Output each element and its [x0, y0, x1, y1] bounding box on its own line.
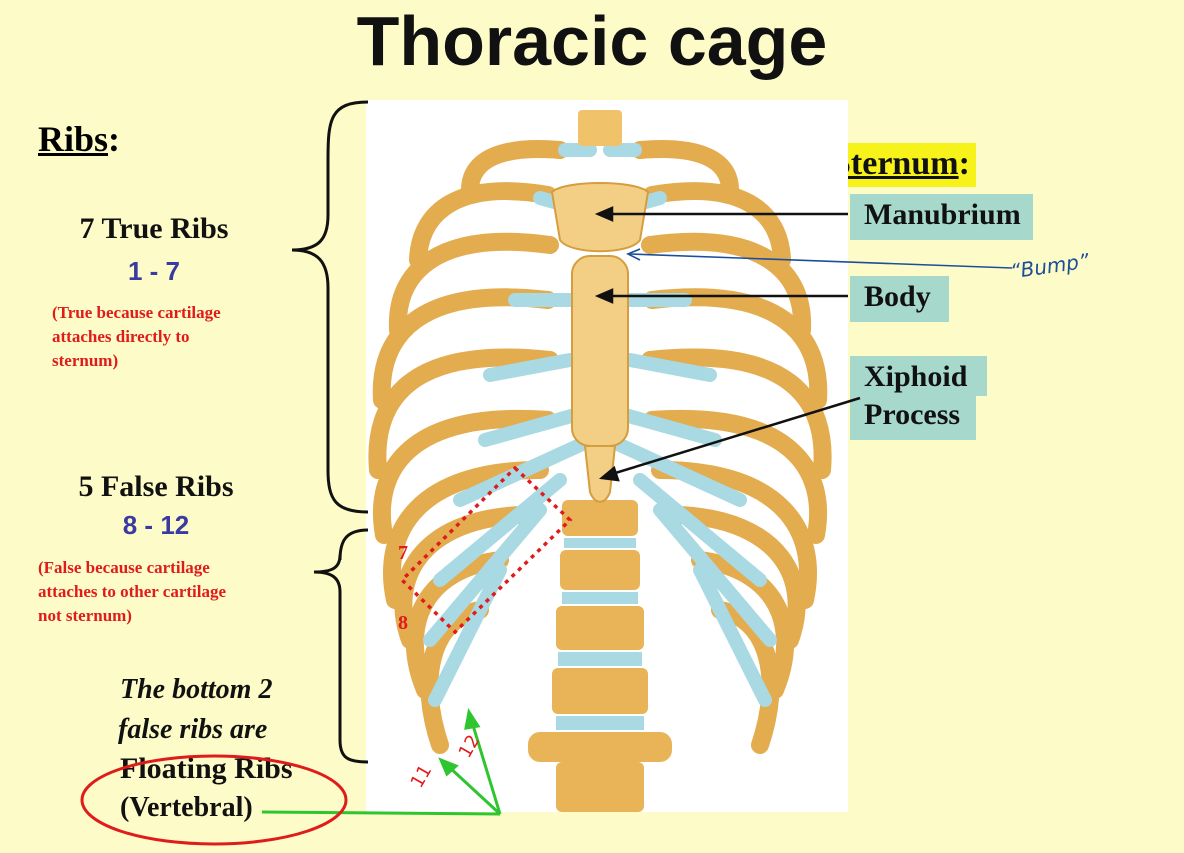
rib-right-4 [643, 288, 828, 409]
bump-arrow [626, 248, 1013, 269]
rib-right-6 [643, 409, 828, 544]
rib-left-9 [405, 551, 509, 699]
rib-left-7 [383, 461, 549, 609]
ribs-heading: Ribs: [38, 119, 121, 159]
rib-right-7 [651, 461, 817, 609]
rib-right-1 [631, 140, 739, 199]
rib-right-10 [711, 601, 780, 754]
rib-left-3 [388, 232, 559, 339]
label-process: Process [850, 396, 977, 440]
false-ribs-brace [313, 528, 369, 764]
rib-left-2 [409, 182, 557, 269]
xiphoid-shape [583, 445, 617, 503]
rib-left-6 [372, 409, 557, 544]
rib-right-9 [691, 551, 795, 699]
rib-left-5 [368, 348, 559, 479]
sternum [550, 110, 650, 503]
rib-8-number: 8 [398, 612, 408, 634]
true-ribs-range: 1 - 7 [127, 256, 181, 286]
manubrium-shape [550, 182, 650, 253]
false-ribs-range: 8 - 12 [122, 510, 190, 540]
true-ribs-note: (True because cartilage attaches directl… [52, 303, 221, 370]
rib-left-1 [461, 140, 569, 199]
ribs-7-8-highlight [399, 465, 573, 635]
sternum-heading: Sternum: [826, 143, 976, 187]
vertebral-column [528, 500, 672, 812]
floating-ribs-line1: The bottom 2 [120, 674, 273, 705]
true-ribs-title: 7 True Ribs [79, 212, 229, 245]
rib-right-2 [643, 182, 791, 269]
rib-right-5 [641, 348, 832, 479]
rib-right-8 [671, 506, 806, 649]
rib-7-number: 7 [398, 542, 408, 564]
page-title: Thoracic cage [356, 2, 828, 80]
clavicle-stub [578, 110, 622, 146]
false-ribs-title: 5 False Ribs [78, 470, 234, 503]
costal-cartilage [423, 143, 777, 707]
true-ribs-brace [291, 100, 369, 514]
floating-ribs-circle [80, 754, 348, 846]
left-ribs [368, 140, 569, 754]
rib-left-10 [420, 601, 489, 754]
floating-ribs-line2: false ribs are [118, 714, 268, 745]
false-ribs-note: (False because cartilage attaches to oth… [38, 558, 227, 625]
label-manubrium: Manubrium [850, 194, 1033, 240]
sternum-body-shape [571, 255, 629, 447]
label-xiphoid: Xiphoid [850, 356, 988, 396]
floating-ribs-arrows [261, 708, 502, 816]
floating-ribs-line4: (Vertebral) [120, 792, 253, 823]
pointer-arrows [594, 206, 861, 482]
rib-left-4 [372, 288, 557, 409]
label-body: Body [850, 276, 949, 322]
rib-left-8 [394, 506, 529, 649]
